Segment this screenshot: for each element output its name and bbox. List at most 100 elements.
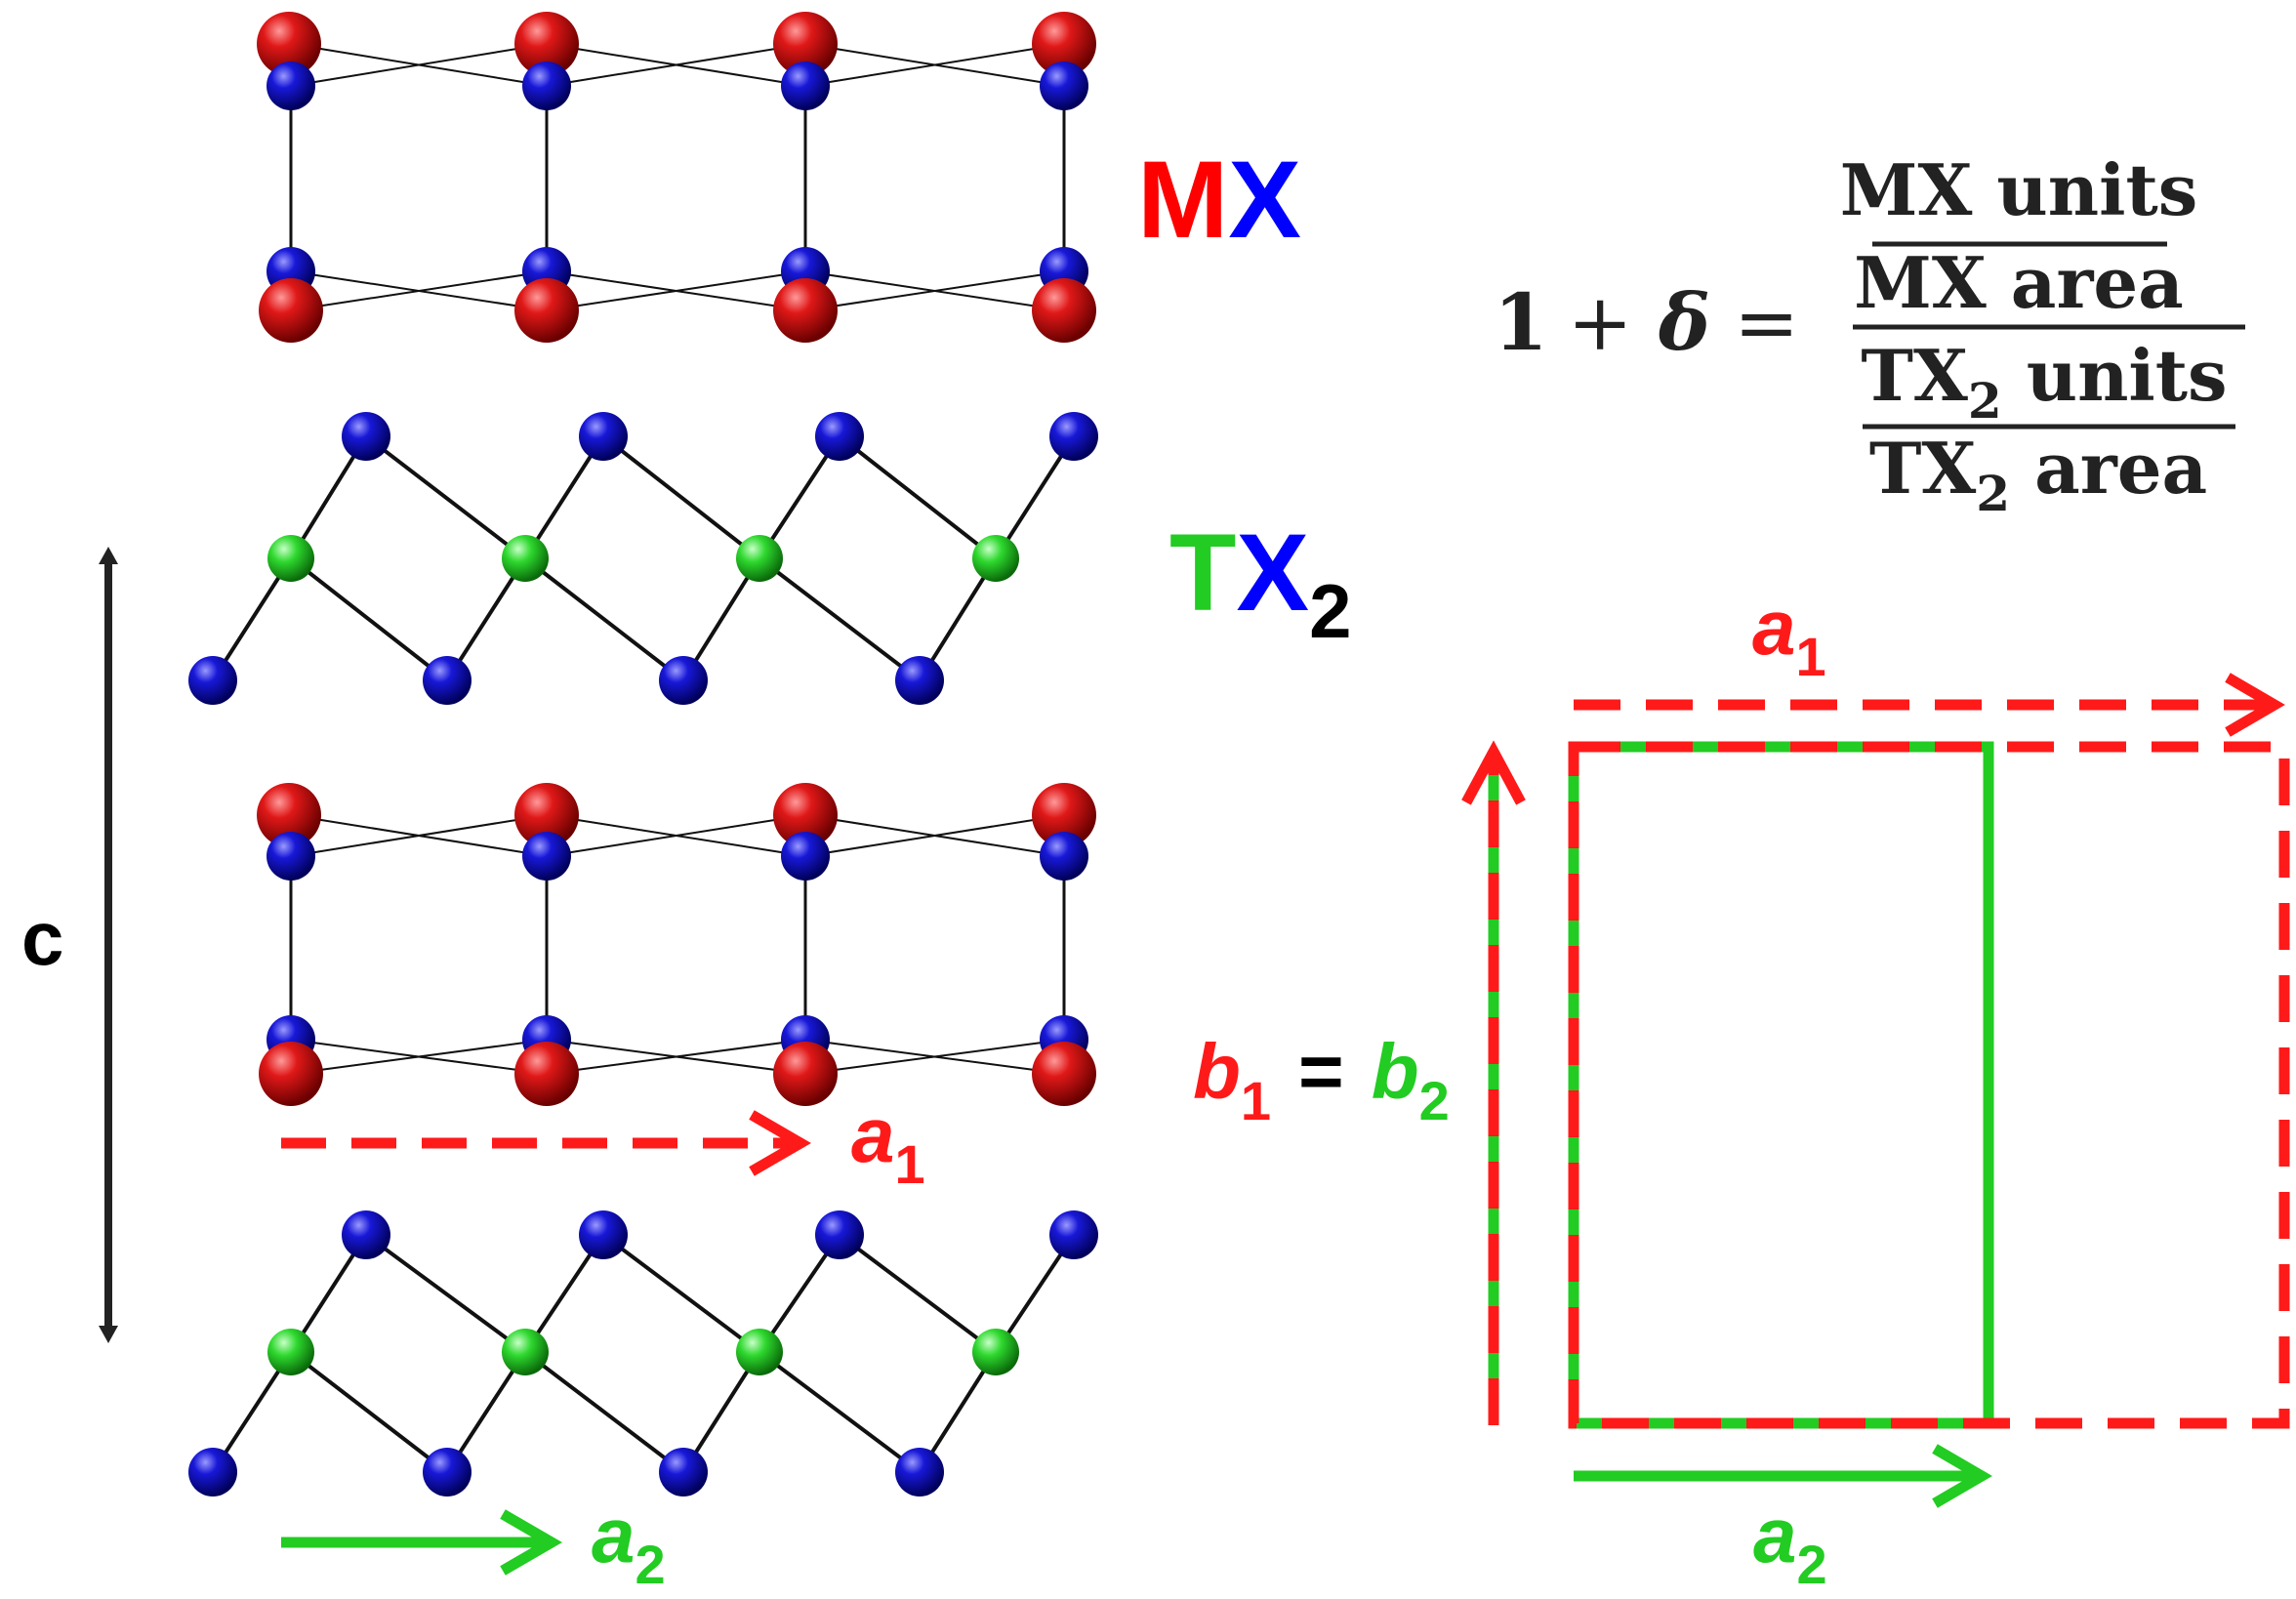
chalcogen-atom [342, 1210, 390, 1259]
bond [546, 814, 806, 857]
bond [546, 1039, 806, 1075]
metal-atom [1032, 1042, 1096, 1106]
b-equality-label: b1=b2 [1193, 1028, 1450, 1131]
bond [758, 556, 922, 682]
tx2-label-sub: 2 [1309, 568, 1351, 654]
transition-metal-atom [972, 1329, 1019, 1375]
chalcogen-atom [895, 656, 944, 705]
chalcogen-atom [522, 62, 571, 110]
chalcogen-atom [266, 62, 315, 110]
chalcogen-atom [579, 412, 628, 461]
equation-num-bottom: MX area [1854, 241, 2184, 324]
chalcogen-atom [815, 1210, 864, 1259]
chalcogen-atom [1040, 62, 1088, 110]
bond [523, 1350, 685, 1474]
equation-den-top: TX2 units [1861, 334, 2227, 430]
metal-atom [1032, 783, 1096, 847]
metal-atom [773, 12, 838, 76]
equation-lhs: 1+δ= [1494, 276, 1799, 368]
bond [804, 1039, 1065, 1075]
metal-atom [257, 12, 321, 76]
chalcogen-atom [781, 62, 830, 110]
metal-atom [514, 783, 579, 847]
bond [601, 1233, 761, 1354]
bond [290, 270, 548, 311]
c-axis-label: c [21, 895, 63, 981]
a2-label-left: a2 [592, 1492, 666, 1595]
tx2-layer-top [188, 412, 1098, 705]
tx2-layer-bottom [188, 1210, 1098, 1496]
mx-unit-cell [1568, 741, 2290, 1429]
bond [758, 1350, 922, 1474]
c-axis-arrow [99, 547, 118, 1343]
metal-atom [773, 783, 838, 847]
a1-label-right: a1 [1752, 584, 1826, 687]
equation-num-top: MX units [1840, 148, 2197, 231]
mx-layer-top [257, 12, 1096, 343]
chalcogen-atom [188, 1448, 237, 1496]
transition-metal-atom [972, 535, 1019, 582]
transition-metal-atom [736, 535, 783, 582]
bond [290, 43, 548, 87]
metal-atom [514, 1042, 579, 1106]
equation-den-bottom: TX2 area [1869, 427, 2207, 522]
tx2-unit-cell [1568, 741, 1994, 1429]
mx-label: MX [1137, 139, 1301, 261]
unit-cell-comparison [1461, 673, 2290, 1508]
bond [804, 270, 1065, 311]
metal-atom [259, 1042, 323, 1106]
chalcogen-atom [423, 1448, 472, 1496]
bond [289, 1350, 449, 1474]
chalcogen-atom [579, 1210, 628, 1259]
chalcogen-atom [1049, 412, 1098, 461]
chalcogen-atom [895, 1448, 944, 1496]
bond [289, 556, 449, 682]
a1-arrow-left [281, 1110, 811, 1176]
transition-metal-atom [502, 1329, 549, 1375]
bond [838, 1233, 998, 1354]
chalcogen-atom [342, 412, 390, 461]
metal-atom [773, 1042, 838, 1106]
tx2-label: TX2 [1169, 512, 1352, 654]
bond [290, 814, 548, 857]
bond [523, 556, 685, 682]
bond [601, 434, 761, 560]
bond [546, 270, 806, 311]
bond [364, 1233, 527, 1354]
chalcogen-atom [659, 1448, 708, 1496]
chalcogen-atom [266, 832, 315, 881]
bond [546, 43, 806, 87]
transition-metal-atom [736, 1329, 783, 1375]
chalcogen-atom [1049, 1210, 1098, 1259]
a1-label-left: a1 [851, 1091, 925, 1195]
transition-metal-atom [267, 535, 314, 582]
chalcogen-atom [188, 656, 237, 705]
chalcogen-atom [423, 656, 472, 705]
mx-label-m: M [1137, 139, 1228, 261]
chalcogen-atom [815, 412, 864, 461]
chalcogen-atom [659, 656, 708, 705]
tx2-label-x: X [1236, 512, 1309, 634]
chalcogen-atom [1040, 832, 1088, 881]
mx-label-x: X [1228, 139, 1301, 261]
metal-atom [1032, 12, 1096, 76]
bond [804, 814, 1065, 857]
metal-atom [1032, 278, 1096, 343]
misfit-equation: 1+δ= MX units MX area TX2 units TX2 area [1494, 148, 2245, 522]
bond [838, 434, 998, 560]
mx-layer-bottom [257, 783, 1096, 1106]
metal-atom [773, 278, 838, 343]
metal-atom [514, 278, 579, 343]
transition-metal-atom [502, 535, 549, 582]
transition-metal-atom [267, 1329, 314, 1375]
bond [364, 434, 527, 560]
tx2-label-t: T [1169, 512, 1236, 634]
metal-atom [257, 783, 321, 847]
chalcogen-atom [781, 832, 830, 881]
a2-label-right: a2 [1753, 1492, 1827, 1595]
bond [804, 43, 1065, 87]
chalcogen-atom [522, 832, 571, 881]
metal-atom [259, 278, 323, 343]
metal-atom [514, 12, 579, 76]
a2-arrow-left [281, 1509, 562, 1576]
